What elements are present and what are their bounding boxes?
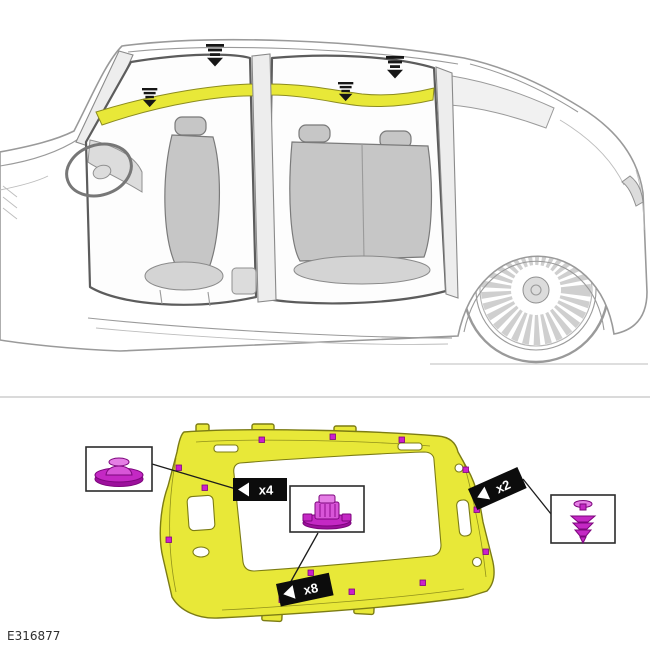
- clip-marker: [419, 579, 426, 586]
- quantity-label-x4: x4: [233, 478, 287, 501]
- left-arrow-icon: [283, 585, 296, 599]
- left-arrow-icon: [238, 482, 249, 497]
- dome-plug-icon: [94, 457, 144, 487]
- fastener-position-arrows: [142, 44, 404, 108]
- b-pillar: [251, 53, 277, 303]
- retainer-clip-icon: [302, 494, 352, 530]
- clip-marker: [482, 548, 489, 555]
- down-arrow-icon: [338, 82, 354, 102]
- callout-tree-clip: x2: [468, 467, 616, 545]
- quantity-text: x4: [259, 483, 274, 498]
- visor-slot: [397, 442, 423, 451]
- quantity-label-x2: x2: [468, 467, 527, 511]
- clip-marker: [175, 464, 182, 471]
- quarter-window: [449, 75, 555, 129]
- clip-marker: [329, 433, 336, 440]
- grab-handle-recess: [456, 499, 472, 537]
- down-arrow-icon: [386, 56, 404, 79]
- quantity-label-x8: x8: [276, 572, 334, 607]
- left-arrow-icon: [477, 486, 491, 500]
- leader-line: [151, 463, 237, 490]
- tree-clip-icon: [569, 500, 597, 545]
- visor-slot: [213, 444, 239, 453]
- c-pillar: [435, 66, 459, 299]
- wheel-arch: [463, 260, 605, 333]
- overhead-console-cutout: [186, 494, 216, 532]
- figure-id: E316877: [7, 629, 60, 643]
- clip-marker: [201, 484, 208, 491]
- clip-marker: [398, 436, 405, 443]
- clip-marker: [307, 569, 314, 576]
- clip-marker: [258, 436, 265, 443]
- down-arrow-icon: [142, 88, 158, 108]
- down-arrow-icon: [206, 44, 224, 67]
- leader-line: [522, 478, 552, 515]
- front-seat: [144, 116, 224, 307]
- steering-wheel: [65, 142, 133, 198]
- rear-seat: [289, 124, 433, 285]
- callout-dome-plug: x4: [85, 446, 287, 501]
- clip-marker: [462, 466, 469, 473]
- center-console: [231, 267, 257, 295]
- clip-marker: [348, 588, 355, 595]
- quantity-text: x2: [493, 477, 512, 497]
- callout-retainer-clip: x8: [276, 485, 365, 607]
- quantity-text: x8: [302, 580, 319, 598]
- hinge-hatching: [2, 185, 18, 220]
- clip-marker: [165, 536, 172, 543]
- taillight: [621, 175, 644, 207]
- vehicle-illustration: [0, 38, 648, 365]
